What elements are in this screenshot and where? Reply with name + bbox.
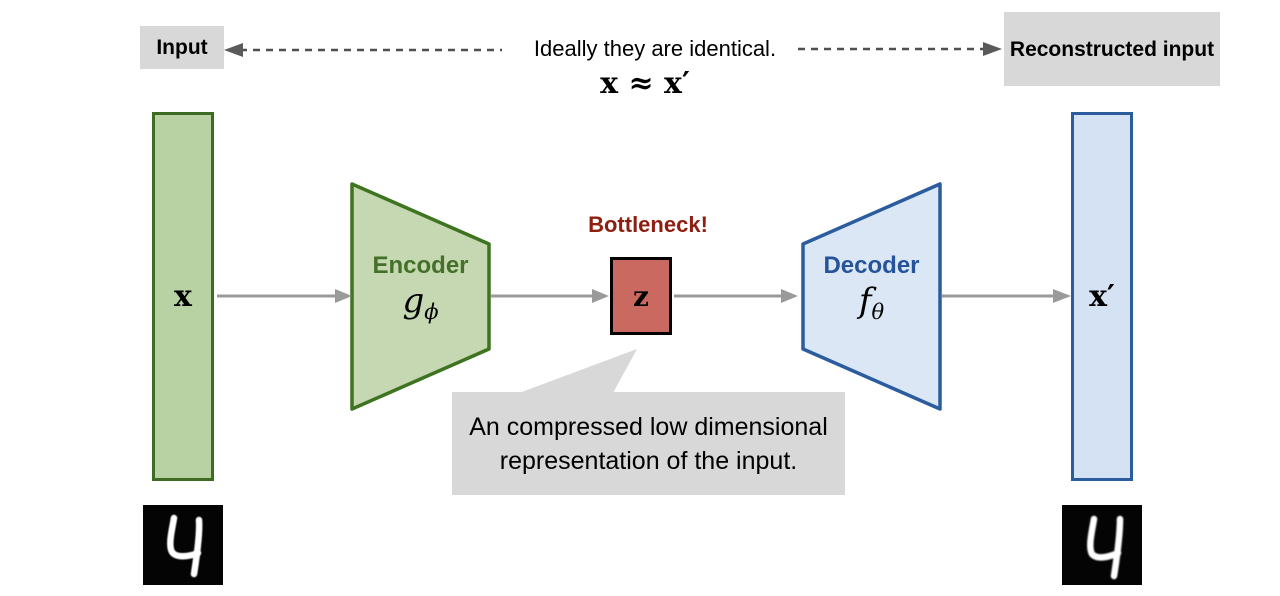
decoder-trapezoid [801, 182, 942, 411]
approx-formula: x ≈ x′ [600, 66, 690, 101]
identical-note: Ideally they are identical. [533, 36, 777, 61]
dashed-arrow-head-left-icon [224, 43, 243, 57]
latent-z-box: z [610, 257, 672, 335]
flow-arrow-latent-to-decoder [674, 289, 798, 303]
input-vector-label: x [174, 279, 192, 314]
encoder-trapezoid [350, 182, 491, 411]
reconstructed-label: Reconstructed input [1009, 37, 1215, 61]
decoder-symbol-main: f [858, 281, 872, 321]
decoder-label-block: Decoder fθ [803, 253, 940, 331]
input-label: Input [156, 36, 208, 59]
latent-callout: An compressed low dimensional representa… [452, 392, 845, 495]
encoder-label-block: Encoder gϕ [352, 253, 489, 331]
encoder-title: Encoder [372, 252, 469, 279]
arrow-head-icon [592, 289, 609, 303]
handwritten-four-icon [1087, 515, 1124, 580]
flow-arrow-decoder-to-output [942, 289, 1071, 303]
flow-arrow-encoder-to-latent [491, 289, 609, 303]
output-vector-rect: x′ [1071, 112, 1133, 481]
encoder-symbol-subscript: ϕ [424, 300, 439, 324]
flow-arrow-input-to-encoder [217, 289, 352, 303]
arrow-head-icon [1053, 289, 1071, 303]
decoder-symbol: fθ [803, 282, 940, 331]
reconstructed-digit-image [1062, 505, 1142, 585]
input-digit-image [143, 505, 223, 585]
dashed-comparison-arrow-right [798, 42, 1002, 56]
dashed-arrow-head-right-icon [983, 42, 1002, 56]
handwritten-four-icon [167, 514, 203, 578]
bottleneck-warning: Bottleneck! [588, 212, 708, 237]
output-vector-label: x′ [1089, 279, 1115, 314]
input-label-box: Input [140, 26, 224, 69]
latent-label: z [633, 279, 649, 313]
reconstructed-label-box: Reconstructed input [1004, 12, 1220, 86]
latent-callout-text: An compressed low dimensional representa… [469, 412, 828, 475]
decoder-title: Decoder [823, 252, 920, 279]
input-vector-rect: x [152, 112, 214, 481]
decoder-symbol-subscript: θ [871, 300, 885, 324]
arrow-head-icon [335, 289, 352, 303]
encoder-symbol-main: g [402, 281, 425, 321]
callout-tail [519, 349, 637, 393]
encoder-symbol: gϕ [352, 282, 489, 331]
dashed-comparison-arrow-left [224, 43, 502, 57]
arrow-head-icon [781, 289, 798, 303]
